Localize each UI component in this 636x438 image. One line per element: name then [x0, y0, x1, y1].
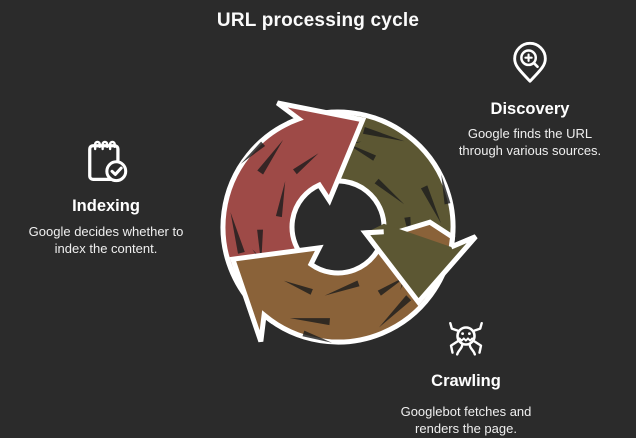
stage-discovery: Discovery Google finds the URL through v…	[447, 40, 613, 159]
stage-crawling: Crawling Googlebot fetches and renders t…	[384, 320, 548, 437]
stage-crawling-label: Crawling	[431, 372, 501, 390]
stage-discovery-label: Discovery	[490, 100, 570, 118]
stage-discovery-description: Google finds the URL through various sou…	[458, 126, 602, 158]
stage-crawling-description: Googlebot fetches and renders the page.	[400, 404, 532, 436]
stage-indexing: Indexing Google decides whether to index…	[20, 136, 192, 257]
spider-bot-icon	[449, 322, 483, 356]
search-location-pin-icon	[513, 41, 547, 83]
stage-indexing-description: Google decides whether to index the cont…	[28, 224, 184, 256]
stage-indexing-label: Indexing	[72, 197, 140, 215]
page-title: URL processing cycle	[216, 10, 420, 31]
notepad-check-icon	[88, 140, 128, 183]
